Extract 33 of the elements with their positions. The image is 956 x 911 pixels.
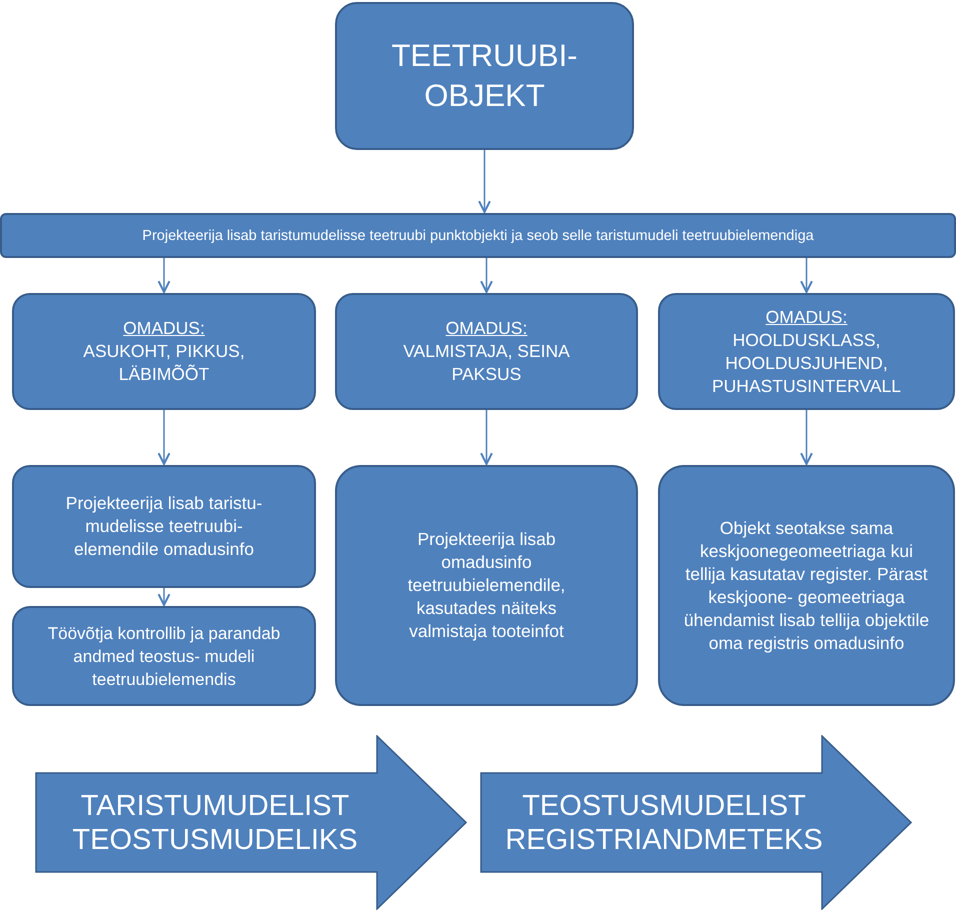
box-text: HOOLDUSKLASS, HOOLDUSJUHEND, PUHASTUSINTERVALL xyxy=(711,328,902,398)
arrow xyxy=(800,410,813,466)
arrow xyxy=(158,258,170,294)
stage-banner xyxy=(35,735,467,910)
process-box xyxy=(658,465,955,706)
box-text: Objekt seotakse sama keskjoonegeomeetriaga kui tellija kasutatav register. Pärast keskjoone- geomeetriaga ühendamist lisab tellija objektile oma registris omadusinfo xyxy=(682,516,930,654)
box-heading: OMADUS: xyxy=(123,317,205,340)
box-text: Projekteerija lisab omadusinfo teetruubielemendile, kasutades näiteks valmistaja tooteinfot xyxy=(406,528,566,643)
process-box xyxy=(658,293,955,410)
box-text: ASUKOHT, PIKKUS, LÄBIMÕÕT xyxy=(82,340,246,386)
arrow xyxy=(158,410,170,466)
process-box xyxy=(12,293,316,410)
box-text: Projekteerija lisab taristu- mudelisse teetruubi- elemendile omadusinfo xyxy=(64,492,264,561)
box-heading: OMADUS: xyxy=(446,317,528,340)
process-box xyxy=(335,293,638,410)
arrow xyxy=(480,410,493,466)
arrow xyxy=(800,258,813,294)
process-box xyxy=(12,465,316,588)
arrow xyxy=(478,150,491,214)
box-heading: OMADUS: xyxy=(766,306,848,328)
stage-label: TEOSTUSMUDELIST REGISTRIANDMETEKS xyxy=(504,788,824,856)
process-box xyxy=(335,2,634,150)
stage-banner xyxy=(480,735,912,910)
box-text: VALMISTAJA, SEINA PAKSUS xyxy=(402,340,571,386)
stage-label: TARISTUMUDELIST TEOSTUSMUDELIKS xyxy=(71,788,359,856)
box-text: Töövõtja kontrollib ja parandab andmed teostus- mudeli teetruubielemendis xyxy=(46,622,282,690)
arrow xyxy=(158,588,170,606)
box-text: TEETRUUBI- OBJEKT xyxy=(390,37,578,115)
arrow xyxy=(480,258,493,294)
process-box xyxy=(335,465,638,706)
box-text: Projekteerija lisab taristumudelisse teetruubi punktobjekti ja seob selle taristumudeli teetruubielemendiga xyxy=(142,226,814,244)
process-band xyxy=(0,213,956,258)
process-box xyxy=(12,606,316,706)
